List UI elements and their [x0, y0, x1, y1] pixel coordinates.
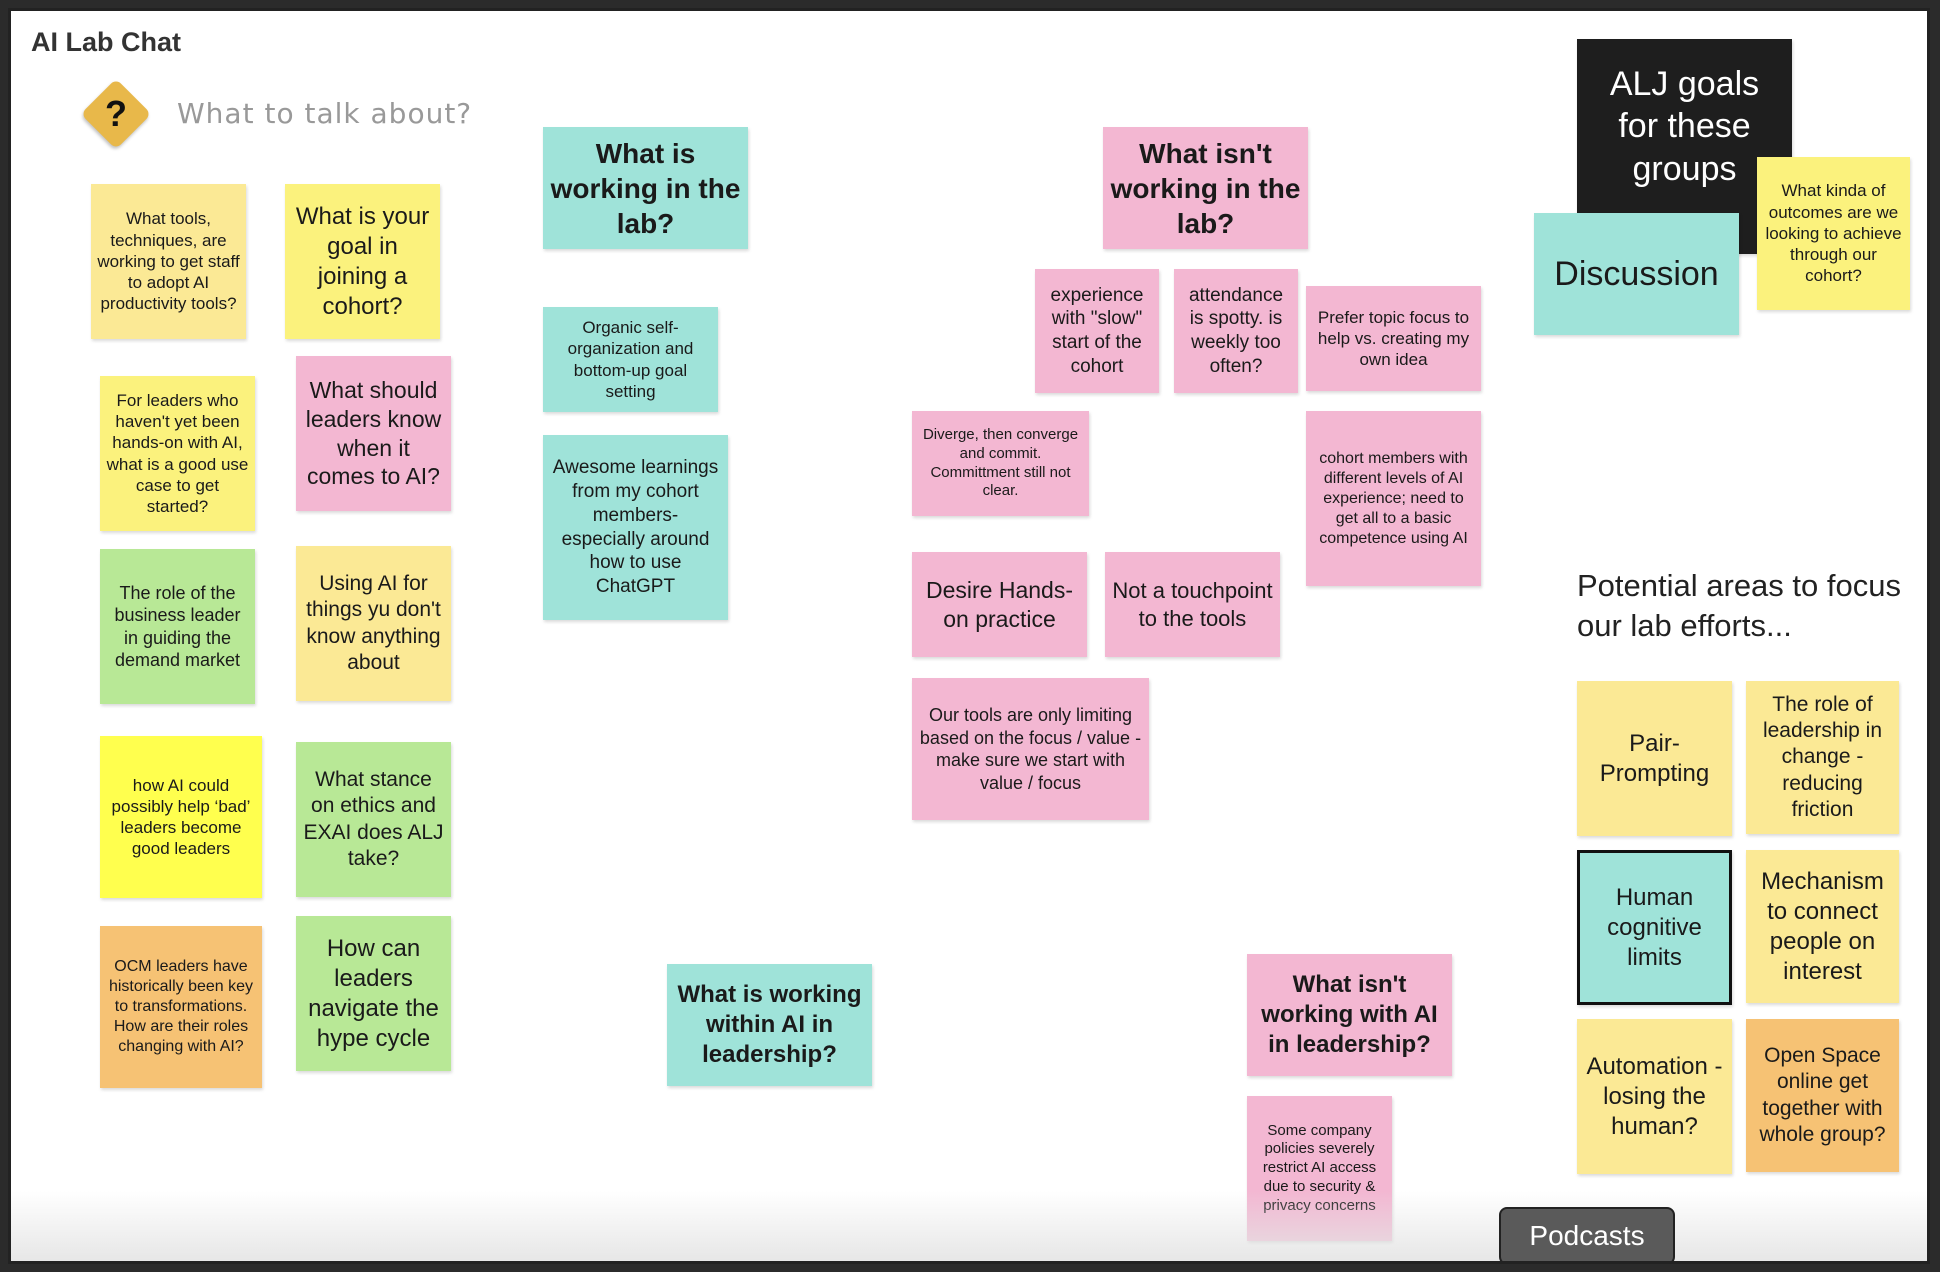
sticky-note-pair-prompting[interactable]: Pair-Prompting: [1577, 681, 1732, 836]
header-not-working-in-leadership[interactable]: What isn't working with AI in leadership…: [1247, 954, 1452, 1076]
header-not-working-in-lab[interactable]: What isn't working in the lab?: [1103, 127, 1308, 249]
board-title: AI Lab Chat: [31, 27, 182, 57]
focus-areas-heading: Potential areas to focus our lab efforts…: [1577, 568, 1901, 644]
header-working-in-leadership[interactable]: What is working within AI in leadership?: [667, 964, 872, 1086]
prompt-label: What to talk about?: [177, 97, 473, 130]
sticky-note-leaders-hands-on[interactable]: For leaders who haven't yet been hands-o…: [100, 376, 255, 531]
sticky-note-organic-self-org[interactable]: Organic self-organization and bottom-up …: [543, 307, 718, 412]
sticky-note-leaders-know[interactable]: What should leaders know when it comes t…: [296, 356, 451, 511]
sticky-note-tools-techniques[interactable]: What tools, techniques, are working to g…: [91, 184, 246, 339]
sticky-note-ethics-exai[interactable]: What stance on ethics and EXAI does ALJ …: [296, 742, 451, 897]
sticky-note-desire-hands-on[interactable]: Desire Hands-on practice: [912, 552, 1087, 657]
sticky-note-awesome-learnings[interactable]: Awesome learnings from my cohort members…: [543, 435, 728, 620]
sticky-note-company-policies[interactable]: Some company policies severely restrict …: [1247, 1096, 1392, 1241]
sticky-note-diverge-converge[interactable]: Diverge, then converge and commit. Commi…: [912, 411, 1089, 516]
sticky-note-bad-leaders[interactable]: how AI could possibly help ‘bad’ leaders…: [100, 736, 262, 898]
sticky-note-open-space[interactable]: Open Space online get together with whol…: [1746, 1019, 1899, 1172]
sticky-note-role-business-leader[interactable]: The role of the business leader in guidi…: [100, 549, 255, 704]
sticky-note-role-leadership-change[interactable]: The role of leadership in change - reduc…: [1746, 681, 1899, 834]
header-working-in-lab[interactable]: What is working in the lab?: [543, 127, 748, 249]
sticky-note-not-touchpoint[interactable]: Not a touchpoint to the tools: [1105, 552, 1280, 657]
sticky-note-discussion[interactable]: Discussion: [1534, 213, 1739, 335]
sticky-note-attendance-spotty[interactable]: attendance is spotty. is weekly too ofte…: [1174, 269, 1298, 393]
sticky-note-prefer-topic-focus[interactable]: Prefer topic focus to help vs. creating …: [1306, 286, 1481, 391]
question-mark-glyph: ?: [105, 93, 127, 134]
sticky-note-ocm-leaders[interactable]: OCM leaders have historically been key t…: [100, 926, 262, 1088]
sticky-note-mechanism-connect[interactable]: Mechanism to connect people on interest: [1746, 850, 1899, 1003]
sticky-note-using-ai-unknown[interactable]: Using AI for things yu don't know anythi…: [296, 546, 451, 701]
whiteboard-canvas[interactable]: AI Lab Chat ? What to talk about? What t…: [8, 8, 1930, 1264]
sticky-note-tools-limiting[interactable]: Our tools are only limiting based on the…: [912, 678, 1149, 820]
sticky-note-slow-start[interactable]: experience with "slow" start of the coho…: [1035, 269, 1159, 393]
sticky-note-outcomes[interactable]: What kinda of outcomes are we looking to…: [1757, 157, 1910, 310]
podcasts-tooltip[interactable]: Podcasts: [1499, 1207, 1675, 1261]
sticky-note-automation-losing[interactable]: Automation - losing the human?: [1577, 1019, 1732, 1174]
sticky-note-hype-cycle[interactable]: How can leaders navigate the hype cycle: [296, 916, 451, 1071]
question-icon: ?: [80, 78, 152, 150]
sticky-note-goal-joining[interactable]: What is your goal in joining a cohort?: [285, 184, 440, 339]
sticky-note-human-cognitive[interactable]: Human cognitive limits: [1577, 850, 1732, 1005]
sticky-note-cohort-levels[interactable]: cohort members with different levels of …: [1306, 411, 1481, 586]
